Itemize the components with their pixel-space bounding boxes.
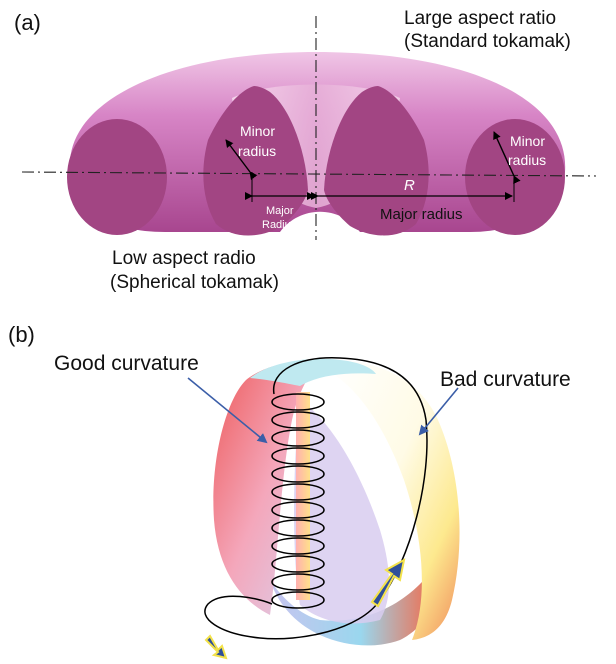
large-aspect-line2: (Standard tokamak) [404, 31, 571, 52]
bad-curvature-label: Bad curvature [440, 368, 571, 391]
fieldline-arrow-bottom [206, 636, 226, 658]
large-aspect-line1: Large aspect ratio [404, 8, 556, 29]
good-curvature-label: Good curvature [54, 352, 199, 375]
low-aspect-line1: Low aspect radio [112, 248, 256, 269]
sph-major-line2: Radius [262, 219, 297, 231]
panel-a-label: (a) [14, 10, 41, 35]
sph-minor-line2: radius [238, 143, 276, 159]
sph-major-line1: Major [266, 205, 294, 217]
standard-crosssection-left [67, 119, 167, 235]
panel-b-label: (b) [8, 322, 35, 347]
std-major-label: Major radius [380, 206, 463, 223]
sph-minor-line1: Minor [240, 123, 275, 139]
panel-a: (a) Large aspect ratio (Standard tokamak… [14, 8, 596, 293]
low-aspect-line2: (Spherical tokamak) [110, 272, 279, 293]
R-label: R [404, 177, 415, 194]
panel-b: (b) [8, 322, 571, 658]
center-column [296, 392, 310, 600]
std-minor-line2: radius [508, 152, 546, 168]
std-minor-line1: Minor [510, 133, 545, 149]
